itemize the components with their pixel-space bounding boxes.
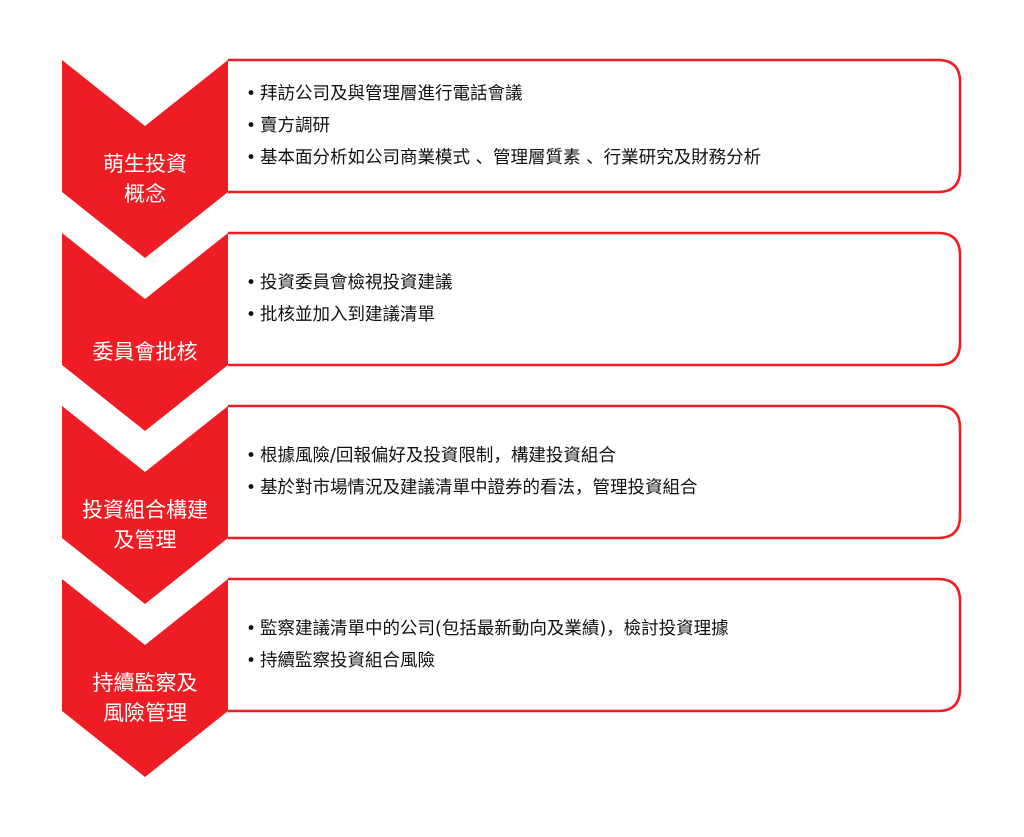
bullet-dot-icon: • xyxy=(246,116,257,136)
stage-2-chevron xyxy=(62,233,228,431)
stage-2-bullet-list: •投資委員會檢視投資建議•批核並加入到建議清單 xyxy=(246,233,956,365)
bullet-text: 投資委員會檢視投資建議 xyxy=(260,273,453,293)
bullet-item: •根據風險/回報偏好及投資限制，構建投資組合 xyxy=(246,440,956,472)
bullet-dot-icon: • xyxy=(246,84,257,104)
stage-1-bullet-list: •拜訪公司及與管理層進行電話會議•賣方調研•基本面分析如公司商業模式 、管理層質… xyxy=(246,60,956,192)
stage-3-box xyxy=(228,404,962,540)
stage-3-bullet-list: •根據風險/回報偏好及投資限制，構建投資組合•基於對市場情況及建議清單中證券的看… xyxy=(246,406,956,538)
bullet-item: •基本面分析如公司商業模式 、管理層質素 、行業研究及財務分析 xyxy=(246,142,956,174)
stage-4-bullet-list: •監察建議清單中的公司(包括最新動向及業績)，檢討投資理據•持續監察投資組合風險 xyxy=(246,579,956,711)
stage-1-label: 萌生投資 概念 xyxy=(103,152,187,206)
bullet-text: 監察建議清單中的公司(包括最新動向及業績)，檢討投資理據 xyxy=(260,619,729,639)
bullet-text: 根據風險/回報偏好及投資限制，構建投資組合 xyxy=(260,446,616,466)
bullet-item: •賣方調研 xyxy=(246,110,956,142)
stage-1-box xyxy=(228,58,962,194)
bullet-text: 批核並加入到建議清單 xyxy=(260,305,435,325)
bullet-dot-icon: • xyxy=(246,446,257,466)
bullet-dot-icon: • xyxy=(246,478,257,498)
bullet-dot-icon: • xyxy=(246,619,257,639)
bullet-dot-icon: • xyxy=(246,305,257,325)
stage-4-label: 持續監察及 風險管理 xyxy=(92,671,198,725)
bullet-text: 基本面分析如公司商業模式 、管理層質素 、行業研究及財務分析 xyxy=(260,148,762,168)
bullet-item: •持續監察投資組合風險 xyxy=(246,645,956,677)
bullet-item: •監察建議清單中的公司(包括最新動向及業績)，檢討投資理據 xyxy=(246,613,956,645)
stage-4-box xyxy=(228,577,962,713)
bullet-text: 持續監察投資組合風險 xyxy=(260,651,435,671)
bullet-dot-icon: • xyxy=(246,273,257,293)
stage-3-label: 投資組合構建 及管理 xyxy=(82,498,208,552)
stage-4-chevron xyxy=(62,579,228,777)
bullet-text: 基於對市場情況及建議清單中證券的看法，管理投資組合 xyxy=(260,478,698,498)
stage-1-chevron xyxy=(62,60,228,258)
bullet-item: •基於對市場情況及建議清單中證券的看法，管理投資組合 xyxy=(246,472,956,504)
stage-2-label: 委員會批核 xyxy=(92,340,198,364)
bullet-item: •拜訪公司及與管理層進行電話會議 xyxy=(246,78,956,110)
stage-3-chevron xyxy=(62,406,228,604)
stage-2-box xyxy=(228,231,962,367)
bullet-text: 賣方調研 xyxy=(260,116,330,136)
bullet-item: •批核並加入到建議清單 xyxy=(246,299,956,331)
bullet-item: •投資委員會檢視投資建議 xyxy=(246,267,956,299)
bullet-dot-icon: • xyxy=(246,651,257,671)
bullet-dot-icon: • xyxy=(246,148,257,168)
bullet-text: 拜訪公司及與管理層進行電話會議 xyxy=(260,84,523,104)
